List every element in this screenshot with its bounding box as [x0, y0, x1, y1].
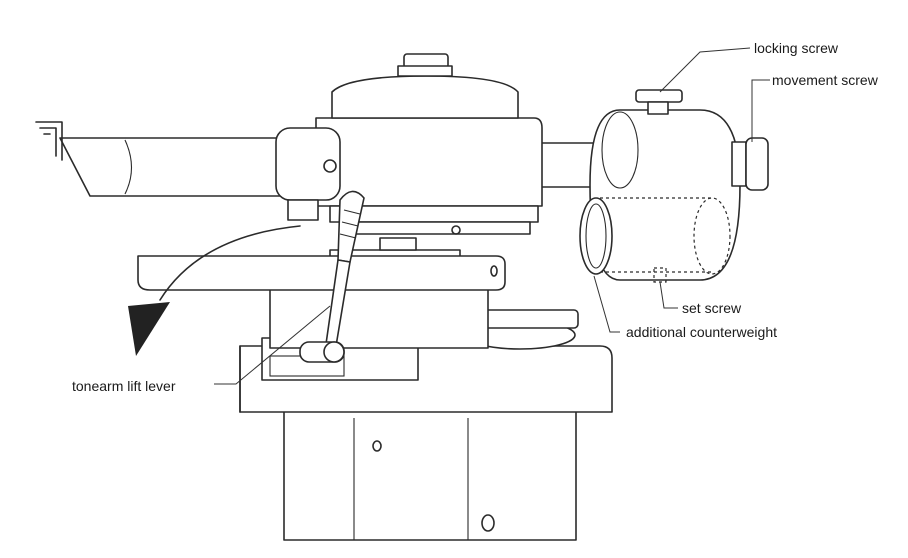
locking-screw	[635, 89, 683, 115]
label-set-screw: set screw	[682, 300, 742, 316]
leader-lines	[214, 47, 770, 385]
platter-edge	[137, 255, 506, 291]
lift-lever	[299, 190, 365, 363]
label-movement-screw: movement screw	[772, 72, 878, 88]
bearing-housing	[315, 53, 543, 235]
label-tonearm-lift-lever: tonearm lift lever	[72, 378, 176, 394]
mounting-base	[239, 337, 613, 413]
label-locking-screw: locking screw	[754, 40, 839, 56]
movement-screw	[731, 137, 769, 191]
label-additional-counterweight: additional counterweight	[626, 324, 777, 340]
support-column	[269, 237, 489, 349]
counterweight	[579, 109, 741, 283]
swing-arrow	[128, 225, 301, 356]
arm-collar	[275, 127, 341, 221]
base-plinth	[283, 409, 577, 541]
arm-tube	[35, 121, 301, 197]
